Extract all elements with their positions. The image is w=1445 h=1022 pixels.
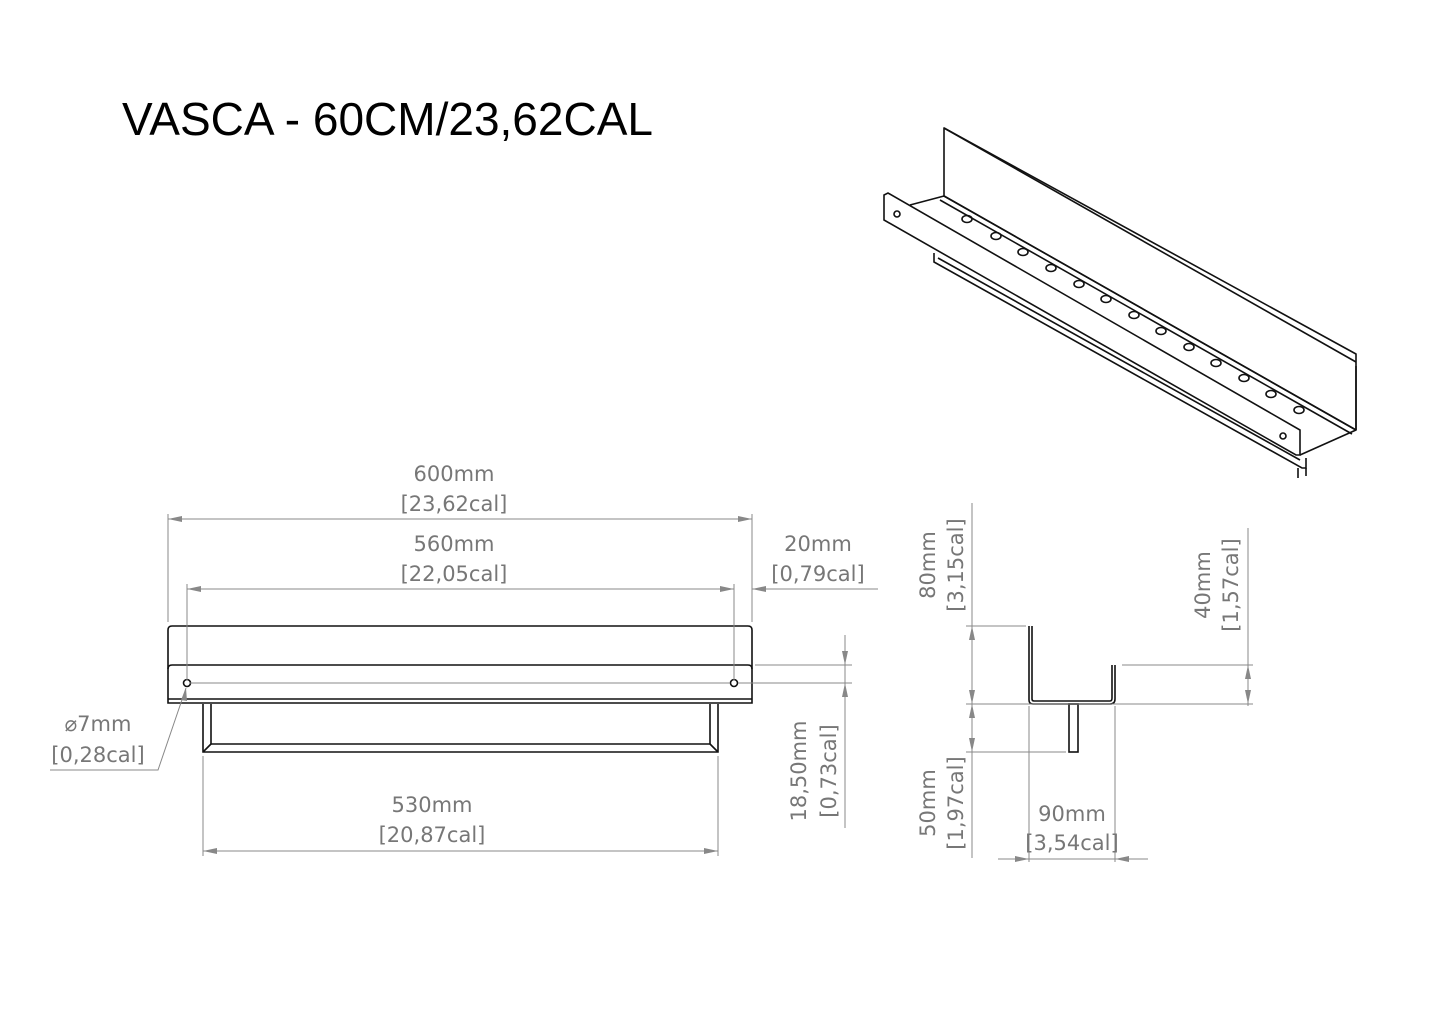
front-view: 600mm [23,62cal] 560mm [22,05cal] 20mm [… <box>50 462 878 856</box>
dim-hole-offset-mm: 20mm <box>784 532 852 556</box>
dim-hole-diameter-cal: [0,28cal] <box>51 743 144 767</box>
dim-overall-width-cal: [23,62cal] <box>401 492 508 516</box>
dim-hole-height-mm: 18,50mm <box>787 720 811 821</box>
dim-hole-diameter-mm: ⌀7mm <box>65 712 132 736</box>
dim-bar-width-cal: [20,87cal] <box>379 823 486 847</box>
dim-depth-cal: [3,54cal] <box>1025 831 1118 855</box>
dim-back-height-cal: [3,15cal] <box>944 518 968 611</box>
dim-front-height-mm: 40mm <box>1191 551 1215 619</box>
dim-back-height-mm: 80mm <box>916 531 940 599</box>
dim-bar-depth-mm: 50mm <box>916 769 940 837</box>
drain-holes <box>961 214 1305 415</box>
drawing-title: VASCA - 60CM/23,62CAL <box>122 93 653 145</box>
isometric-view <box>883 127 1357 478</box>
dim-front-height-cal: [1,57cal] <box>1219 538 1243 631</box>
dim-overall-width-mm: 600mm <box>414 462 495 486</box>
dim-bar-width-mm: 530mm <box>392 793 473 817</box>
dim-depth-mm: 90mm <box>1038 802 1106 826</box>
dim-bar-depth-cal: [1,97cal] <box>944 756 968 849</box>
dim-hole-offset-cal: [0,79cal] <box>771 562 864 586</box>
dim-hole-spacing-mm: 560mm <box>414 532 495 556</box>
side-view: 80mm [3,15cal] 50mm [1,97cal] 40mm [1,57… <box>916 503 1253 862</box>
dim-hole-height-cal: [0,73cal] <box>817 724 841 817</box>
dim-hole-spacing-cal: [22,05cal] <box>401 562 508 586</box>
